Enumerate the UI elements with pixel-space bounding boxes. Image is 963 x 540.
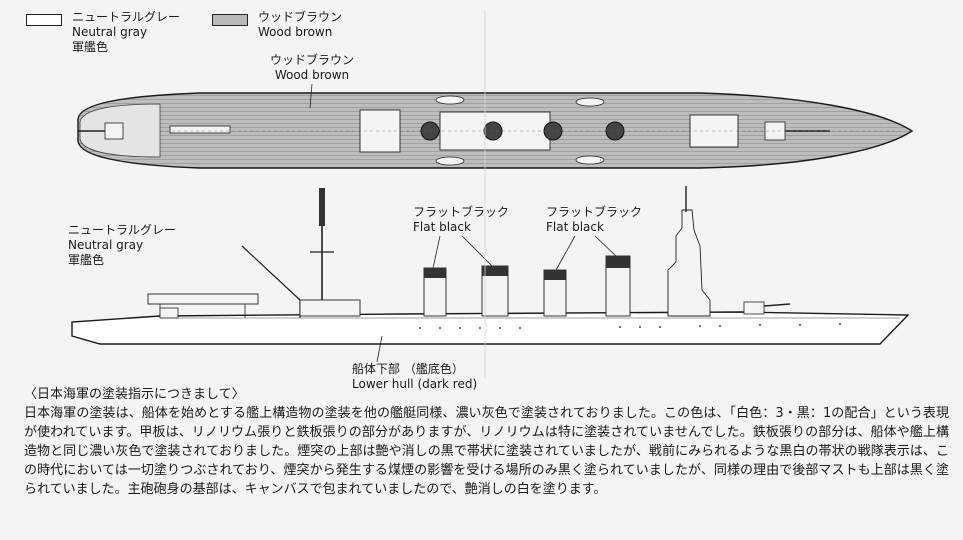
leader-funnel-2 — [461, 235, 493, 267]
forward-gun-profile-barrel — [763, 303, 791, 307]
ship-drawings — [71, 10, 914, 378]
lifeboat — [575, 155, 605, 165]
funnel-top-4 — [605, 121, 625, 141]
notes-body: 日本海軍の塗装は、船体を始めとする艦上構造物の塗装を他の艦艇同様、濃い灰色で塗装… — [24, 406, 949, 497]
painting-notes: 〈日本海軍の塗装指示につきまして〉 日本海軍の塗装は、船体を始めとする艦上構造物… — [24, 385, 949, 499]
funnel-2-black-top — [482, 266, 508, 276]
crane-jib — [241, 245, 301, 301]
hull-profile — [71, 311, 910, 345]
ship-plan-view — [77, 92, 914, 169]
funnel-3-black-top — [544, 270, 566, 280]
callout-hull-neutral-gray: ニュートラルグレー Neutral gray 軍艦色 — [68, 223, 177, 267]
callout-funnel-flat-black-2: フラットブラック Flat black — [546, 205, 643, 234]
legend-label-en: Neutral gray — [72, 25, 148, 39]
callout-deck-wood-brown: ウッドブラウン Wood brown — [269, 53, 354, 82]
lifeboat — [435, 156, 465, 166]
forward-gun-profile — [743, 301, 765, 315]
funnel-4-black-top — [606, 256, 630, 268]
funnel-1 — [423, 267, 447, 317]
legend-swatch-wood-brown — [212, 14, 248, 26]
notes-heading: 〈日本海軍の塗装指示につきまして〉 — [24, 387, 245, 402]
leader-funnel-1 — [432, 235, 441, 269]
legend-label-jp: ニュートラルグレー — [72, 10, 181, 24]
lifeboat — [435, 95, 465, 105]
funnel-2 — [481, 265, 509, 317]
aft-gun-profile — [159, 307, 179, 319]
leader-funnel-3 — [555, 235, 576, 271]
aircraft-deck — [147, 293, 259, 305]
legend-wood-brown: ウッドブラウン Wood brown — [212, 10, 382, 60]
leader-deck — [309, 83, 313, 109]
catapult — [169, 125, 231, 134]
portholes — [419, 323, 841, 329]
legend-neutral-gray: ニュートラルグレー Neutral gray 軍艦色 — [26, 10, 216, 60]
funnel-3 — [543, 269, 567, 317]
legend-swatch-neutral-gray — [26, 14, 62, 26]
aft-gun-mount — [104, 122, 124, 140]
lifeboat — [575, 97, 605, 107]
legend-label-en: Wood brown — [258, 25, 333, 39]
funnel-4 — [605, 255, 631, 317]
bridge-tower — [667, 209, 711, 317]
leader-lower-hull — [376, 335, 383, 363]
aft-superstructure-profile — [299, 299, 361, 317]
aft-mast-top-black — [319, 188, 325, 226]
legend-label-jp: ウッドブラウン — [258, 10, 343, 24]
legend-label-jp-kanji: 軍艦色 — [72, 40, 109, 54]
funnel-1-black-top — [424, 268, 446, 278]
ship-profile-view — [71, 10, 910, 378]
leader-funnel-4 — [594, 235, 617, 257]
callout-lower-hull: 船体下部 （艦底色） Lower hull (dark red) — [352, 362, 478, 391]
